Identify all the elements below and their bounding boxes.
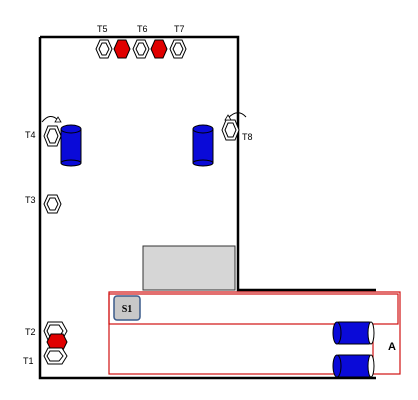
tray-t3[interactable] <box>43 194 62 214</box>
label-t2: T2 <box>25 327 36 337</box>
conveyor-loop <box>108 291 401 375</box>
label-t6: T6 <box>137 24 148 34</box>
label-a: A <box>388 341 396 353</box>
cylinder-a-upper[interactable] <box>332 321 375 345</box>
tray-t5[interactable] <box>95 39 113 59</box>
label-t7: T7 <box>174 24 185 34</box>
label-t3: T3 <box>25 195 36 205</box>
enclosure-outline <box>38 35 376 380</box>
cylinder-left[interactable] <box>60 124 82 167</box>
tray-t6[interactable] <box>132 39 150 59</box>
cylinder-a-lower[interactable] <box>332 354 375 378</box>
tray-red-2[interactable] <box>150 39 168 59</box>
label-t4: T4 <box>25 130 36 140</box>
gray-station-block <box>142 245 236 291</box>
sensor-s1-label: S1 <box>122 304 133 315</box>
label-t5: T5 <box>97 24 108 34</box>
tray-t4[interactable] <box>43 125 62 147</box>
cylinder-right[interactable] <box>192 124 214 167</box>
label-t8: T8 <box>242 132 253 142</box>
rotate-arrowhead-icon-right <box>224 114 232 121</box>
label-t1: T1 <box>23 356 34 366</box>
tray-t8[interactable] <box>221 119 240 141</box>
rotate-arrow-icon-right <box>227 112 247 119</box>
sensor-s1[interactable]: S1 <box>113 295 141 321</box>
rotate-arrowhead-icon <box>54 116 62 123</box>
tray-red-1[interactable] <box>113 39 131 59</box>
tray-t1[interactable] <box>43 347 68 365</box>
tray-t7[interactable] <box>169 39 187 59</box>
